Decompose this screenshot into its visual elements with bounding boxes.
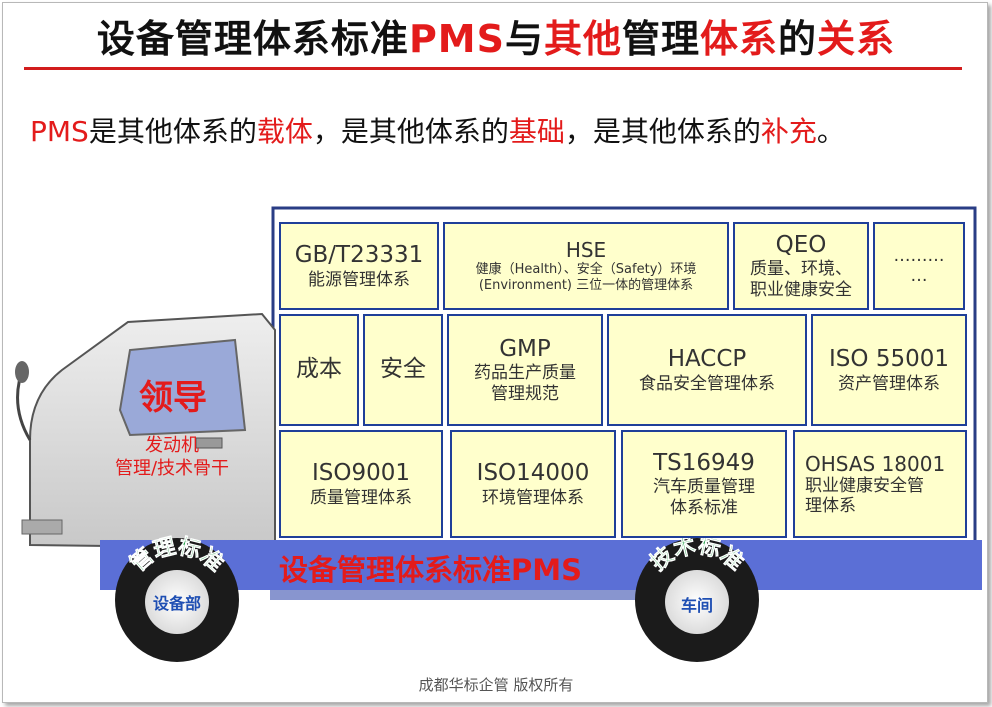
box-safety: 安全 — [363, 314, 443, 426]
box-cost: 成本 — [279, 314, 359, 426]
title-part-8: 关系 — [817, 17, 896, 61]
title-part-5: 管理 — [622, 17, 701, 61]
front-wheel-hub-label: 设备部 — [152, 594, 201, 613]
box-iso14000-title: ISO14000 — [476, 460, 590, 486]
box-ts16949-line-1: 汽车质量管理 — [653, 477, 755, 498]
box-iso9001: ISO9001 质量管理体系 — [279, 430, 443, 538]
front-bumper — [21, 519, 63, 535]
title-part-2: PMS — [408, 17, 505, 61]
box-qeo-line-1: 质量、环境、 — [750, 259, 852, 280]
cab-engine-line-1: 发动机 — [145, 435, 199, 456]
cab-window — [118, 338, 247, 437]
box-haccp-title: HACCP — [667, 346, 747, 372]
copyright-footer: 成都华标企管 版权所有 — [418, 676, 574, 694]
cab-leader-label: 领导 — [139, 378, 207, 418]
box-more-line-1: ……… — [893, 245, 945, 266]
box-more: ……… … — [873, 222, 965, 310]
box-gbt23331-title: GB/T23331 — [294, 242, 424, 268]
box-gmp: GMP 药品生产质量 管理规范 — [447, 314, 603, 426]
box-ohsas18001-line-2: 理体系 — [805, 496, 856, 516]
title-part-3: 与 — [504, 17, 544, 61]
box-qeo-title: QEO — [775, 231, 827, 258]
cab-engine-line-2: 管理/技术骨干 — [114, 458, 230, 480]
box-gmp-line-2: 管理规范 — [491, 383, 559, 404]
box-gbt23331-desc: 能源管理体系 — [308, 269, 410, 290]
title-part-1: 设备管理体系标准 — [96, 17, 409, 61]
subtitle-part-8: 。 — [816, 115, 845, 148]
box-more-line-2: … — [910, 266, 928, 286]
subtitle-part-1: PMS — [30, 115, 89, 148]
side-mirror — [16, 377, 32, 441]
box-ts16949-title: TS16949 — [653, 449, 755, 476]
box-gmp-line-1: 药品生产质量 — [474, 363, 576, 384]
box-hse-title: HSE — [565, 238, 607, 263]
chassis-label: 设备管理体系标准PMS — [279, 553, 582, 587]
box-safety-title: 安全 — [380, 356, 426, 383]
box-ts16949-line-2: 体系标准 — [670, 497, 738, 518]
rear-wheel-hub — [665, 570, 729, 634]
page-title: 设备管理体系标准PMS与其他管理体系的关系 — [0, 8, 992, 63]
box-haccp-desc: 食品安全管理体系 — [639, 373, 775, 394]
title-part-4: 其他 — [544, 17, 623, 61]
chassis-bar — [100, 540, 982, 590]
subtitle-part-7: 补充 — [760, 115, 817, 148]
box-haccp: HACCP 食品安全管理体系 — [607, 314, 807, 426]
box-cost-title: 成本 — [296, 356, 342, 383]
box-gbt23331: GB/T23331 能源管理体系 — [279, 222, 439, 310]
box-gmp-title: GMP — [499, 335, 551, 362]
box-ts16949: TS16949 汽车质量管理 体系标准 — [621, 430, 787, 538]
rear-wheel-hub-label: 车间 — [680, 596, 713, 615]
box-hse: HSE 健康（Health）、安全（Safety）环境 (Environment… — [443, 222, 729, 310]
cab-engine-label: 发动机 管理/技术骨干 — [82, 434, 262, 481]
title-part-6: 体系 — [700, 17, 779, 61]
box-iso9001-desc: 质量管理体系 — [310, 487, 412, 508]
title-underline — [24, 67, 962, 70]
subtitle: PMS是其他体系的载体，是其他体系的基础，是其他体系的补充。 — [30, 110, 845, 150]
box-iso9001-title: ISO9001 — [311, 460, 411, 486]
door-handle — [195, 437, 223, 449]
box-qeo: QEO 质量、环境、 职业健康安全 — [733, 222, 869, 310]
box-iso14000-desc: 环境管理体系 — [482, 487, 584, 508]
box-ohsas18001: OHSAS 18001 职业健康安全管 理体系 — [793, 430, 967, 538]
box-qeo-line-2: 职业健康安全 — [750, 279, 852, 300]
front-wheel-hub — [145, 570, 209, 634]
subtitle-part-5: 基础 — [508, 115, 565, 148]
box-hse-line-1: 健康（Health）、安全（Safety）环境 — [475, 262, 697, 278]
subtitle-part-4: ，是其他体系的 — [312, 115, 509, 148]
box-iso14000: ISO14000 环境管理体系 — [450, 430, 616, 538]
box-ohsas18001-line-1: 职业健康安全管 — [805, 475, 924, 496]
box-iso55001-title: ISO 55001 — [829, 346, 949, 372]
subtitle-part-2: 是其他体系的 — [88, 115, 257, 148]
subtitle-part-6: ，是其他体系的 — [564, 115, 761, 148]
box-hse-line-2: (Environment) 三位一体的管理体系 — [478, 278, 694, 293]
mirror-head — [15, 361, 29, 383]
chassis-underside — [270, 590, 700, 600]
subtitle-part-3: 载体 — [256, 115, 313, 148]
box-iso55001: ISO 55001 资产管理体系 — [811, 314, 967, 426]
box-ohsas18001-title: OHSAS 18001 — [805, 451, 946, 476]
box-iso55001-desc: 资产管理体系 — [838, 373, 940, 394]
title-part-7: 的 — [778, 17, 818, 61]
